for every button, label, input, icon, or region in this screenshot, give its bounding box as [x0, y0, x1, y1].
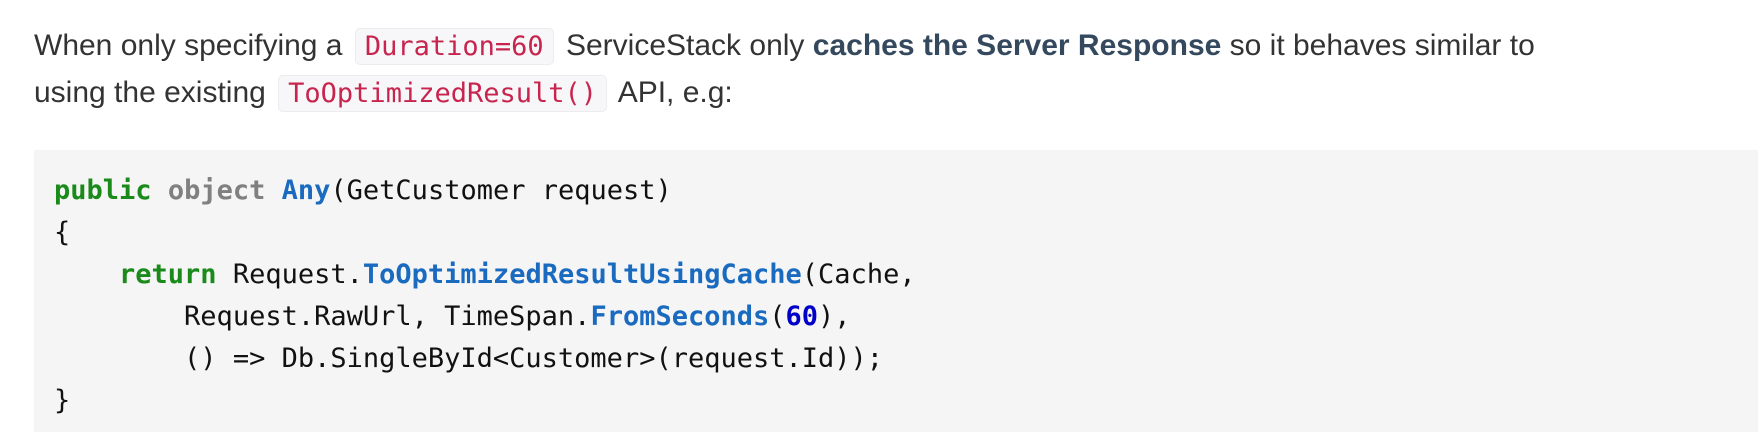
code-line-1: public object Any(GetCustomer request) — [54, 170, 1758, 212]
keyword-public: public — [54, 175, 152, 206]
code-text: Request. — [216, 259, 363, 290]
open-brace: { — [54, 217, 71, 248]
keyword-return: return — [119, 259, 217, 290]
paragraph-line-2: using the existing ToOptimizedResult() A… — [34, 69, 1734, 116]
close-brace: } — [54, 385, 71, 416]
code-text: ( — [769, 301, 786, 332]
indent — [54, 259, 119, 290]
inline-code-duration: Duration=60 — [354, 28, 554, 65]
method-name-fromseconds: FromSeconds — [590, 301, 770, 332]
code-line-5: () => Db.SingleById<Customer>(request.Id… — [54, 338, 1758, 380]
number-literal: 60 — [785, 301, 819, 332]
keyword-object: object — [167, 175, 266, 206]
code-text: (GetCustomer request) — [330, 175, 672, 206]
paragraph-text: API, e.g: — [611, 76, 733, 109]
description-paragraph: When only specifying a Duration=60 Servi… — [34, 22, 1734, 116]
code-text: Request.RawUrl, TimeSpan. — [184, 301, 591, 332]
paragraph-text: using the existing — [34, 76, 275, 109]
code-text: () => Db.SingleById<Customer>(request.Id… — [184, 343, 884, 374]
code-block: public object Any(GetCustomer request){ … — [34, 150, 1758, 432]
paragraph-line-1: When only specifying a Duration=60 Servi… — [34, 22, 1734, 69]
inline-code-tooptimizedresult: ToOptimizedResult() — [278, 75, 608, 112]
paragraph-text: so it behaves similar to — [1221, 29, 1535, 62]
bold-text-caches-server-response: caches the Server Response — [812, 29, 1222, 62]
method-name-any: Any — [281, 175, 331, 206]
paragraph-text: When only specifying a — [34, 29, 351, 62]
code-text: (Cache, — [801, 259, 916, 290]
indent — [54, 343, 184, 374]
code-line-2: { — [54, 212, 1758, 254]
code-text: ), — [818, 301, 851, 332]
paragraph-text: ServiceStack only — [557, 29, 813, 62]
method-name-tooptimizedresultusingcache: ToOptimizedResultUsingCache — [362, 259, 802, 290]
code-line-6: } — [54, 380, 1758, 422]
code-line-3: return Request.ToOptimizedResultUsingCac… — [54, 254, 1758, 296]
indent — [54, 301, 184, 332]
code-line-4: Request.RawUrl, TimeSpan.FromSeconds(60)… — [54, 296, 1758, 338]
